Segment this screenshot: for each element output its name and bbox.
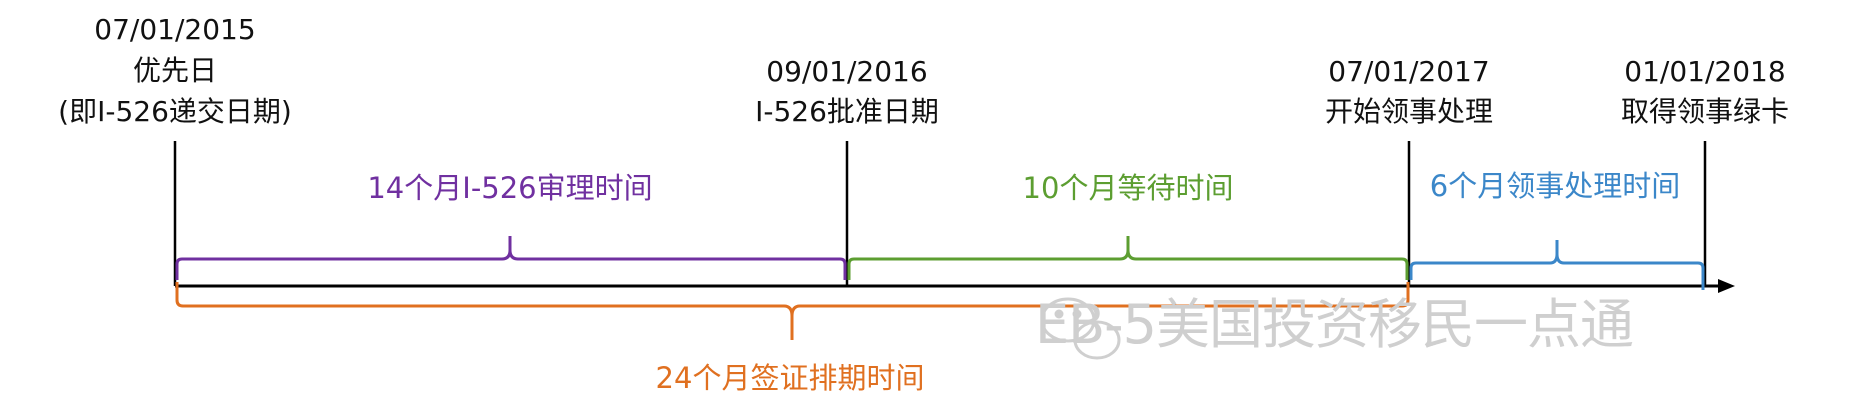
brace-total [175, 282, 1410, 340]
period-label-3: 6个月领事处理时间 [1429, 169, 1681, 203]
brace-period-2 [847, 236, 1409, 280]
timeline-arrow-head [1718, 279, 1735, 293]
period-label-2: 10个月等待时间 [1022, 171, 1234, 205]
wechat-icon [1040, 297, 1121, 360]
milestone-date-3: 07/01/2017 [1328, 55, 1490, 88]
brace-period-3 [1409, 240, 1705, 290]
total-label: 24个月签证排期时间 [655, 361, 925, 395]
milestone-date-4: 01/01/2018 [1624, 55, 1786, 88]
milestone-desc-1b: (即I-526递交日期) [58, 95, 292, 128]
milestone-date-1: 07/01/2015 [94, 13, 256, 46]
period-label-1: 14个月I-526审理时间 [367, 171, 653, 205]
watermark-text: EB-5美国投资移民一点通 [1035, 293, 1634, 356]
brace-period-1 [175, 236, 847, 280]
milestone-date-2: 09/01/2016 [766, 55, 928, 88]
milestone-desc-1: 优先日 [132, 54, 217, 87]
milestone-desc-3: 开始领事处理 [1324, 95, 1493, 128]
milestone-desc-4: 取得领事绿卡 [1620, 95, 1789, 128]
milestone-desc-2: I-526批准日期 [755, 95, 939, 128]
